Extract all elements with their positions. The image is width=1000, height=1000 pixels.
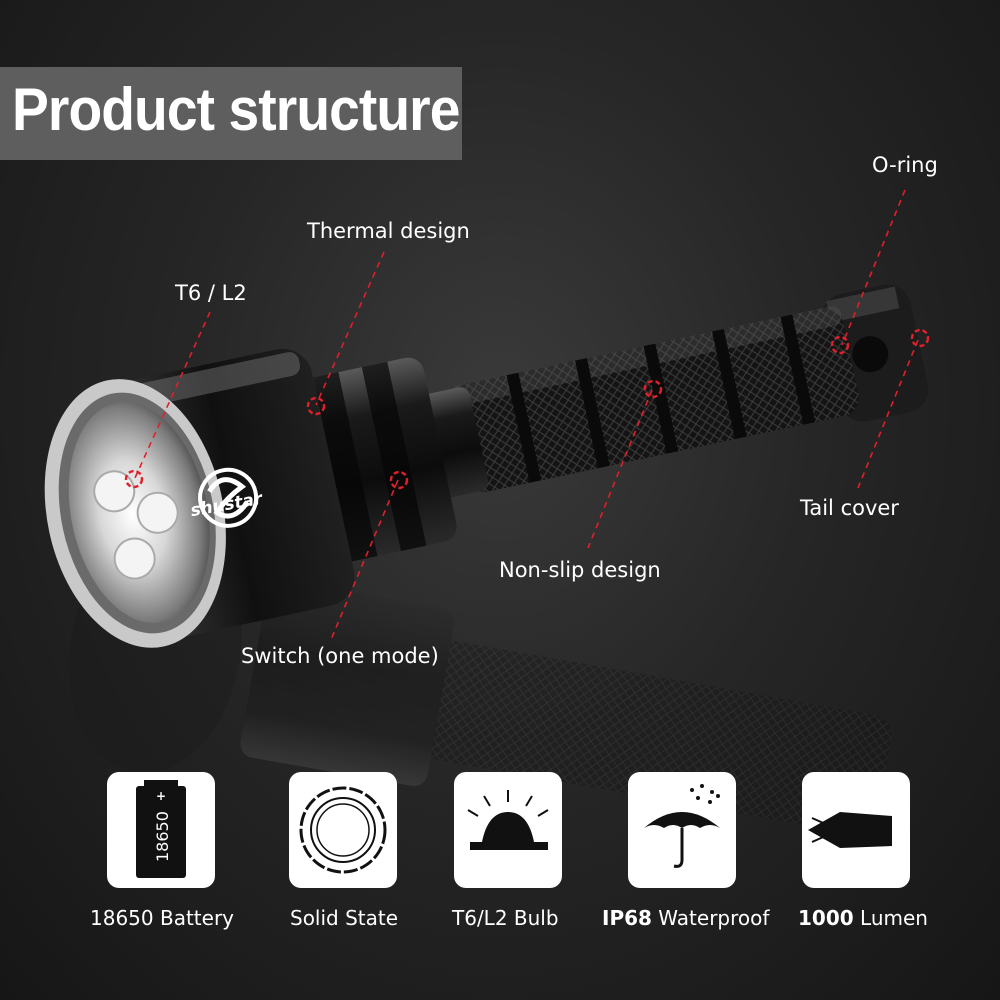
callout-t6-l2: T6 / L2 — [175, 281, 247, 305]
feature-label-waterproof: IP68 Waterproof — [602, 906, 769, 930]
callout-non-slip-design: Non-slip design — [499, 558, 661, 582]
battery-icon: + 18650 — [107, 772, 215, 888]
battery-label-text: 18650 — [153, 811, 172, 862]
waterproof-rating: IP68 — [602, 906, 652, 930]
flashlight-body — [44, 284, 929, 648]
callout-markers — [124, 328, 930, 490]
callout-switch: Switch (one mode) — [241, 644, 439, 668]
feature-label-lumen: 1000 Lumen — [798, 906, 928, 930]
bulb-icon — [454, 772, 562, 888]
title-banner: Product structure — [0, 67, 462, 160]
callout-o-ring: O-ring — [872, 153, 938, 177]
feature-label-solid-state: Solid State — [290, 906, 399, 930]
callout-lines — [134, 189, 919, 643]
feature-icon-row: + 18650 — [107, 772, 910, 888]
svg-text:+: + — [156, 789, 166, 803]
lumen-text: Lumen — [860, 906, 928, 930]
lumen-value: 1000 — [798, 906, 854, 930]
feature-label-bulb: T6/L2 Bulb — [452, 906, 559, 930]
feature-label-battery: 18650 Battery — [90, 906, 235, 930]
callout-thermal-design: Thermal design — [307, 219, 470, 243]
callout-tail-cover: Tail cover — [800, 496, 899, 520]
beam-icon — [802, 772, 910, 888]
waterproof-text: Waterproof — [658, 906, 770, 930]
umbrella-icon — [628, 772, 736, 888]
solid-state-icon — [289, 772, 397, 888]
page-title: Product structure — [12, 76, 460, 143]
